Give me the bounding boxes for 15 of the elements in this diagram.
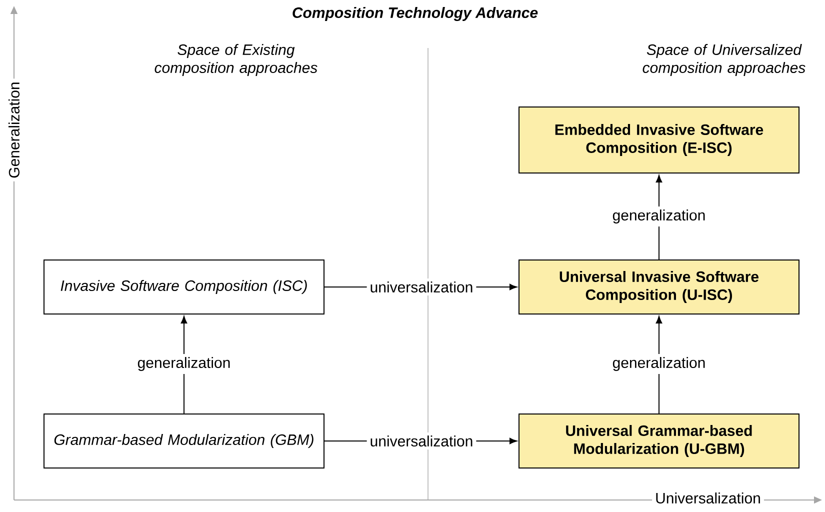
process-box: Embedded Invasive Software Composition (E-ISC) <box>518 106 800 174</box>
region-heading: Space of Universalized composition approaches <box>642 44 806 76</box>
edge-label: generalization <box>134 354 234 374</box>
edge-label: universalization <box>366 278 476 296</box>
process-box: Universal Invasive Software Composition (U-ISC) <box>518 260 800 314</box>
edge-label: universalization <box>366 432 476 450</box>
title: Composition Technology Advance <box>292 7 538 21</box>
process-box: Invasive Software Composition (ISC) <box>44 260 324 314</box>
region-heading: Space of Existing composition approaches <box>154 44 318 76</box>
process-box: Universal Grammar-based Modularization (U-GBM) <box>518 414 800 468</box>
edge-label: generalization <box>609 206 709 226</box>
axis-label: Generalization <box>6 78 22 182</box>
axis-label: Universalization <box>652 490 764 506</box>
process-box: Grammar-based Modularization (GBM) <box>44 414 324 468</box>
edge-label: generalization <box>609 354 709 374</box>
